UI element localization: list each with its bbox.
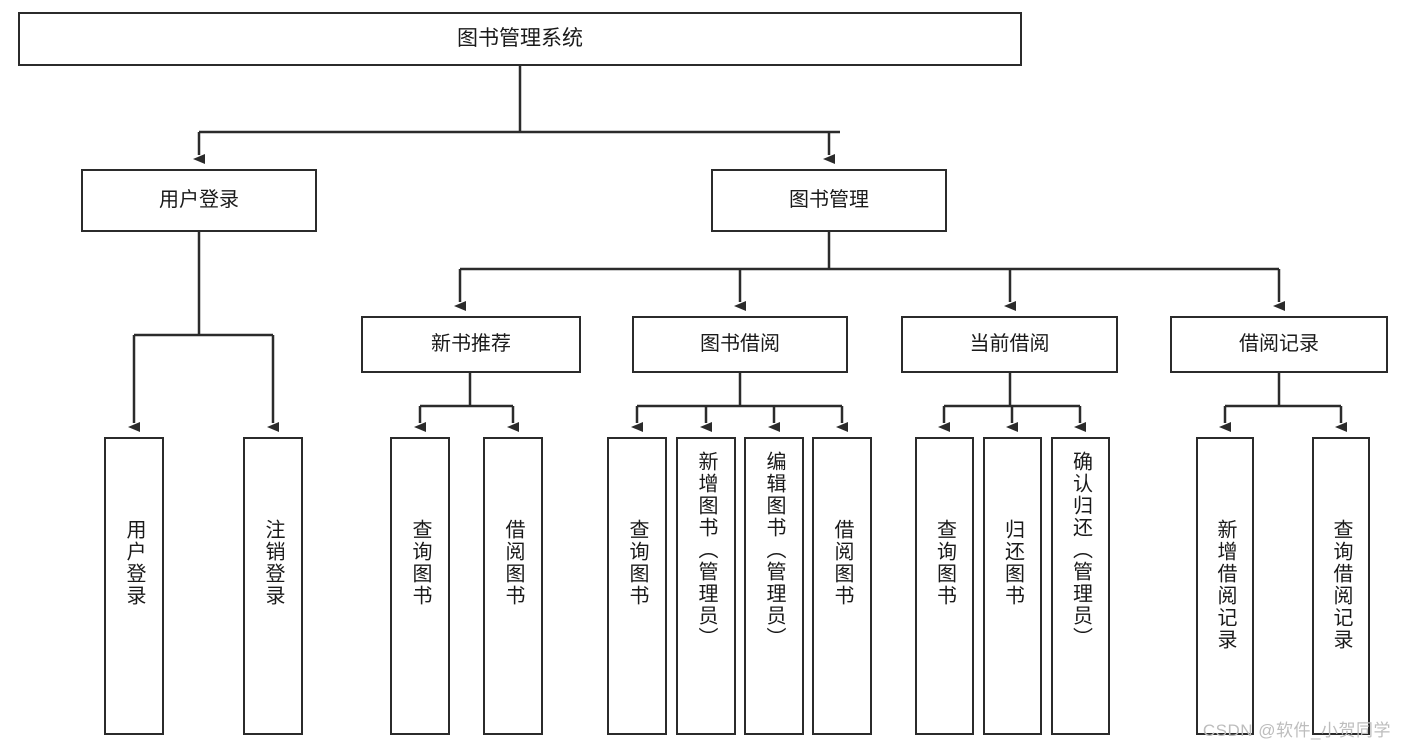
node-current-borrow[interactable]: 当前借阅 (901, 316, 1118, 373)
node-book-management[interactable]: 图书管理 (711, 169, 947, 232)
leaf-borrow-book[interactable]: 借阅图书 (812, 437, 872, 735)
leaf-borrow-book-newbook-label: 借阅图书 (502, 519, 524, 607)
leaf-borrow-book-label: 借阅图书 (831, 519, 853, 607)
leaf-borrow-book-newbook[interactable]: 借阅图书 (483, 437, 543, 735)
node-user-login-label: 用户登录 (159, 189, 239, 211)
node-user-login[interactable]: 用户登录 (81, 169, 317, 232)
node-borrow-record[interactable]: 借阅记录 (1170, 316, 1388, 373)
leaf-return-book[interactable]: 归还图书 (983, 437, 1042, 735)
node-current-borrow-label: 当前借阅 (969, 333, 1050, 355)
leaf-add-book-admin-label: 新增图书（管理员） (695, 451, 717, 649)
node-book-borrow[interactable]: 图书借阅 (632, 316, 848, 373)
leaf-query-borrow-record[interactable]: 查询借阅记录 (1312, 437, 1370, 735)
node-borrow-record-label: 借阅记录 (1239, 333, 1319, 355)
leaf-add-borrow-record[interactable]: 新增借阅记录 (1196, 437, 1254, 735)
node-book-management-label: 图书管理 (789, 189, 869, 211)
node-new-book-recommend[interactable]: 新书推荐 (361, 316, 581, 373)
leaf-confirm-return-admin-label: 确认归还（管理员） (1069, 451, 1092, 649)
leaf-user-login-label: 用户登录 (123, 519, 145, 607)
leaf-query-borrow-record-label: 查询借阅记录 (1330, 519, 1352, 651)
watermark: CSDN @软件_小贺同学 (1202, 721, 1391, 740)
leaf-add-borrow-record-label: 新增借阅记录 (1214, 519, 1236, 651)
node-root[interactable]: 图书管理系统 (18, 12, 1022, 66)
leaf-add-book-admin[interactable]: 新增图书（管理员） (676, 437, 736, 735)
leaf-confirm-return-admin[interactable]: 确认归还（管理员） (1051, 437, 1110, 735)
node-new-book-recommend-label: 新书推荐 (431, 333, 511, 355)
leaf-query-book-current[interactable]: 查询图书 (915, 437, 974, 735)
leaf-query-book-borrow-label: 查询图书 (626, 519, 648, 607)
node-root-label: 图书管理系统 (457, 26, 583, 50)
leaf-return-book-label: 归还图书 (1001, 519, 1024, 607)
leaf-query-book-borrow[interactable]: 查询图书 (607, 437, 667, 735)
leaf-logout-label: 注销登录 (262, 519, 284, 607)
leaf-edit-book-admin-label: 编辑图书（管理员） (763, 451, 785, 649)
leaf-query-book-newbook-label: 查询图书 (409, 519, 431, 607)
leaf-query-book-newbook[interactable]: 查询图书 (390, 437, 450, 735)
node-book-borrow-label: 图书借阅 (700, 333, 780, 355)
leaf-logout[interactable]: 注销登录 (243, 437, 303, 735)
leaf-query-book-current-label: 查询图书 (933, 519, 956, 607)
leaf-user-login[interactable]: 用户登录 (104, 437, 164, 735)
leaf-edit-book-admin[interactable]: 编辑图书（管理员） (744, 437, 804, 735)
